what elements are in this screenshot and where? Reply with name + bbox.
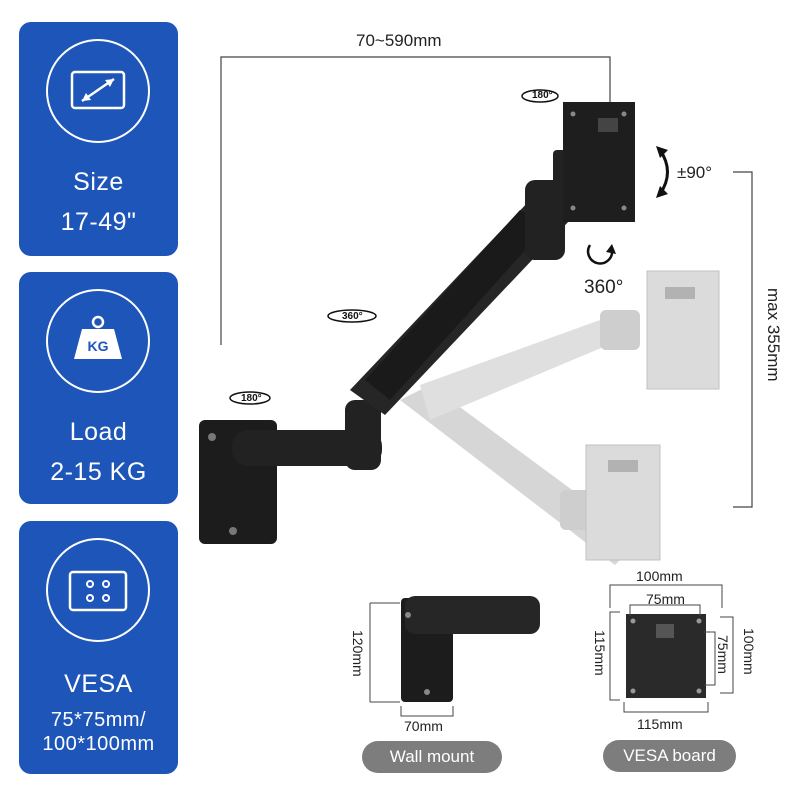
- rotation-base-icon: [229, 391, 271, 405]
- load-card: KG Load 2-15 KG: [19, 272, 178, 504]
- height-label: max 355mm: [764, 288, 783, 382]
- vesa-top-inner-label: 75mm: [646, 591, 685, 607]
- vesa-right-inner-label: 75mm: [715, 635, 731, 674]
- load-title: Load: [69, 418, 128, 446]
- monitor-size-icon: [70, 70, 126, 110]
- size-icon-circle: [46, 39, 150, 143]
- wall-mount-detail: [369, 596, 540, 717]
- wall-mount-width-label: 70mm: [404, 718, 443, 734]
- size-card: Size 17-49": [19, 22, 178, 256]
- tilt-label: ±90°: [677, 163, 713, 182]
- vesa-board-caption: VESA board: [603, 740, 736, 772]
- vesa-value-line2: 100*100mm: [42, 733, 155, 755]
- vesa-bottom-label: 115mm: [637, 716, 683, 732]
- rotation-top-label: 180°: [532, 90, 553, 101]
- swing-arm: [232, 430, 382, 466]
- load-value: 2-15 KG: [50, 458, 147, 486]
- rotation-top-icon: [521, 89, 559, 103]
- reach-bracket: [220, 56, 611, 345]
- wall-mount-caption: Wall mount: [362, 741, 502, 773]
- wall-mount-height-label: 120mm: [350, 630, 366, 677]
- vesa-card: VESA 75*75mm/ 100*100mm: [19, 521, 178, 774]
- vesa-value-line1: 75*75mm/: [50, 709, 147, 731]
- vesa-top-outer-label: 100mm: [636, 568, 683, 584]
- height-bracket: [733, 171, 753, 508]
- swivel-arrow-icon: [586, 244, 614, 265]
- vesa-board-detail: [609, 584, 734, 713]
- weight-icon: KG: [74, 315, 122, 359]
- vesa-title: VESA: [64, 670, 133, 698]
- rotation-base-label: 180°: [241, 393, 262, 404]
- reach-label: 70~590mm: [356, 31, 442, 50]
- weight-icon-label: KG: [88, 338, 109, 354]
- ghost-arm: [400, 270, 720, 565]
- size-title: Size: [73, 168, 124, 196]
- rotation-mid-icon: [327, 309, 377, 323]
- rotation-mid-label: 360°: [342, 311, 363, 322]
- swivel-label: 360°: [584, 277, 624, 298]
- vesa-right-outer-label: 100mm: [741, 628, 757, 675]
- size-value: 17-49": [60, 208, 137, 236]
- vesa-left-label: 115mm: [592, 630, 608, 676]
- load-icon-circle: KG: [46, 289, 150, 393]
- vesa-icon-circle: [46, 538, 150, 642]
- main-arm: [199, 102, 635, 544]
- vesa-holes-icon: [68, 570, 128, 612]
